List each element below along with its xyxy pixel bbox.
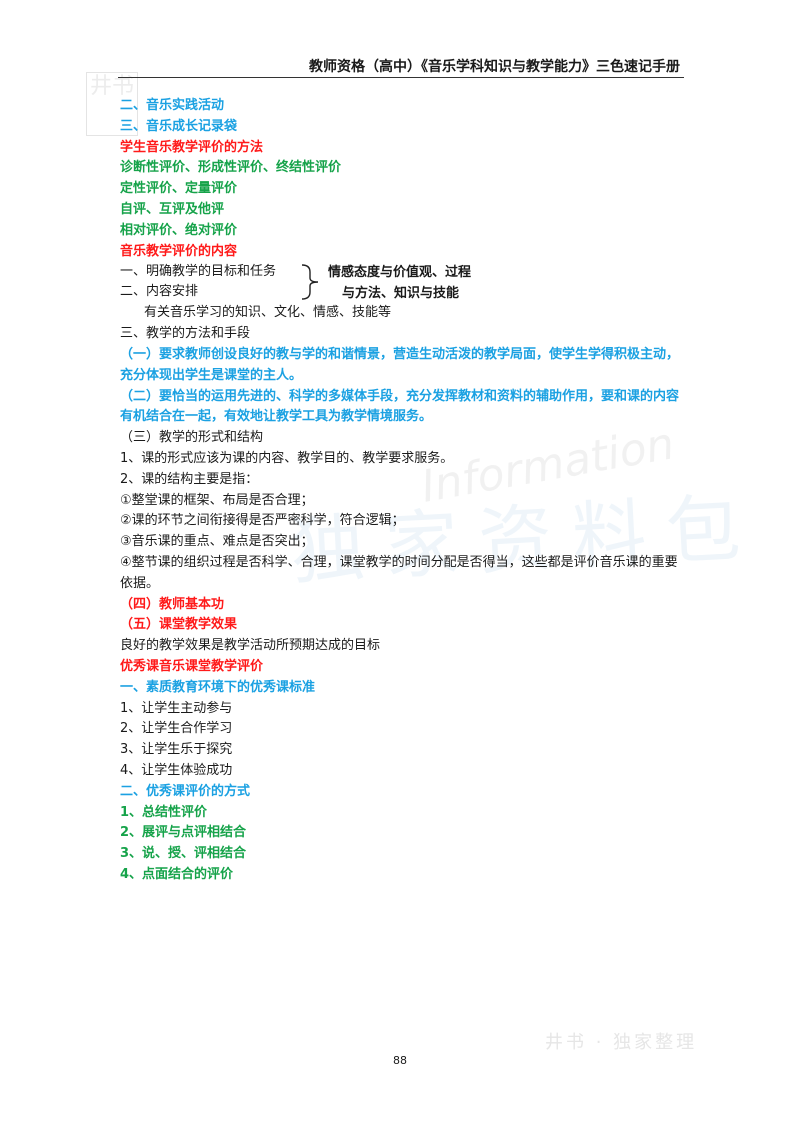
body-line: 2、让学生合作学习: [120, 721, 233, 737]
body-line: 2、课的结构主要是指：: [120, 471, 259, 487]
body-line: 3、让学生乐于探究: [120, 742, 233, 758]
key-point: 定性评价、定量评价: [120, 181, 238, 197]
body-line: 良好的教学效果是教学活动所预期达成的目标: [120, 638, 381, 654]
key-point: 2、展评与点评相结合: [120, 825, 247, 841]
body-line: ①整堂课的框架、布局是否合理；: [120, 492, 314, 508]
goal-brace-block: 一、明确教学的目标和任务 二、内容安排 情感态度与价值观、过程 与方法、知识与技…: [120, 262, 690, 303]
body-line: 1、课的形式应该为课的内容、教学目的、教学要求服务。: [120, 450, 454, 466]
curly-brace-icon: [301, 264, 319, 301]
key-paragraph: （一）要求教师创设良好的教与学的和谐情景，营造生动活泼的教学局面，使学生学得积极…: [120, 346, 680, 383]
topic-heading: （五）课堂教学效果: [120, 617, 238, 633]
key-point: 4、点面结合的评价: [120, 866, 234, 882]
topic-heading: 音乐教学评价的内容: [120, 243, 238, 259]
section-heading: 二、音乐实践活动: [120, 98, 225, 113]
body-line: 1、让学生主动参与: [120, 700, 233, 716]
body-line: ③音乐课的重点、难点是否突出；: [120, 534, 314, 550]
body-line: 4、让学生体验成功: [120, 762, 233, 778]
body-line: 一、明确教学的目标和任务: [120, 264, 277, 280]
body-line: 三、教学的方法和手段: [120, 326, 251, 342]
brace-annotation-line: 与方法、知识与技能: [342, 286, 460, 302]
key-paragraph: （二）要恰当的运用先进的、科学的多媒体手段，充分发挥教材和资料的辅助作用，要和课…: [120, 388, 680, 425]
topic-heading: （四）教师基本功: [120, 596, 225, 612]
page-number: 88: [393, 1054, 407, 1067]
key-point: 相对评价、绝对评价: [120, 222, 238, 238]
body-line: ②课的环节之间衔接得是否严密科学，符合逻辑；: [120, 513, 405, 529]
body-line: 二、内容安排: [120, 284, 199, 300]
page-content: 二、音乐实践活动 三、音乐成长记录袋 学生音乐教学评价的方法 诊断性评价、形成性…: [120, 96, 690, 886]
key-point: 3、说、授、评相结合: [120, 846, 247, 862]
page-header-title: 教师资格（高中）《音乐学科知识与教学能力》三色速记手册: [309, 59, 680, 75]
body-paragraph: ④整节课的组织过程是否科学、合理，课堂教学的时间分配是否得当，这些都是评价音乐课…: [120, 554, 678, 591]
brace-annotation-line: 情感态度与价值观、过程: [328, 265, 472, 281]
brace-annotation: 情感态度与价值观、过程 与方法、知识与技能: [328, 262, 471, 304]
section-heading: 二、优秀课评价的方式: [120, 783, 251, 799]
header-divider: [118, 77, 684, 78]
section-heading: 三、音乐成长记录袋: [120, 118, 238, 134]
topic-heading: 优秀课音乐课堂教学评价: [120, 658, 264, 674]
body-line: 有关音乐学习的知识、文化、情感、技能等: [144, 305, 392, 321]
footer-watermark: 井书 · 独家整理: [545, 1032, 698, 1053]
key-point: 1、总结性评价: [120, 804, 208, 820]
body-line: （三）教学的形式和结构: [120, 430, 264, 446]
corner-logo: 井书: [86, 72, 138, 136]
section-heading: 一、素质教育环境下的优秀课标准: [120, 679, 316, 695]
key-point: 诊断性评价、形成性评价、终结性评价: [120, 160, 342, 176]
key-point: 自评、互评及他评: [120, 201, 225, 217]
topic-heading: 学生音乐教学评价的方法: [120, 139, 264, 155]
